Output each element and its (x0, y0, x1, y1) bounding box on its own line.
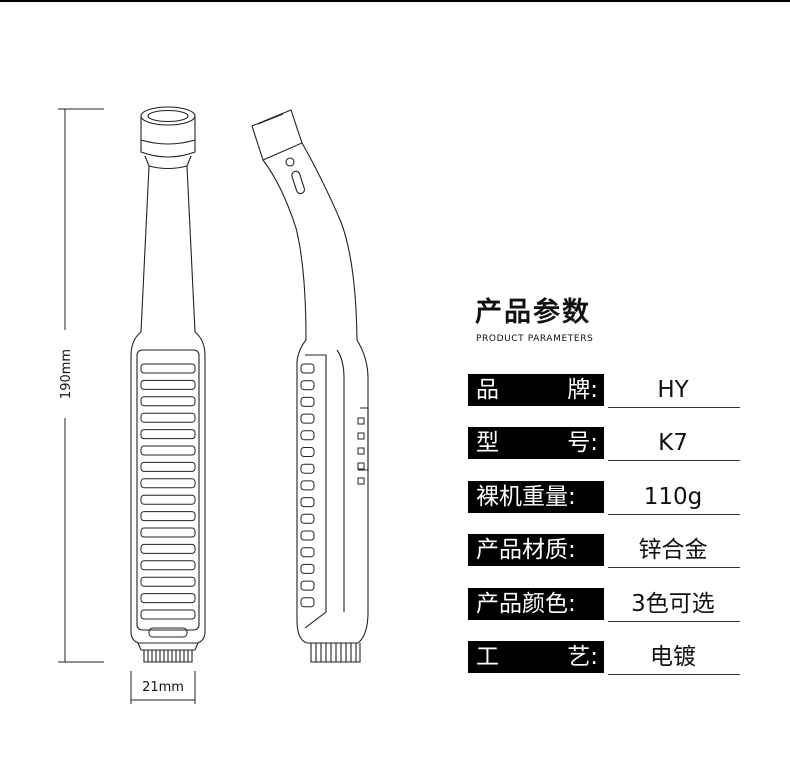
param-label-part: 牌: (567, 377, 598, 403)
front-view (130, 106, 206, 663)
height-dim-label: 190mm (59, 349, 74, 399)
param-underline (608, 674, 740, 675)
grip-ridge (300, 547, 315, 558)
height-dimension (58, 108, 104, 663)
grip-slot (140, 527, 196, 538)
grip-slot (140, 429, 196, 440)
param-row: 品 牌: HY (468, 374, 740, 408)
grip-ridge (300, 363, 315, 374)
param-label-part: 品 (476, 377, 499, 403)
width-dimension (130, 671, 196, 704)
grip-ridge (300, 530, 315, 541)
param-row: 产品材质: 锌合金 (468, 534, 740, 568)
param-row: 裸机重量: 110g (468, 481, 740, 515)
param-label: 品 牌: (468, 374, 604, 406)
side-button-notch (357, 432, 365, 440)
param-label-part: 艺: (567, 644, 598, 670)
grip-ridge (300, 597, 315, 608)
top-border-line (0, 0, 790, 2)
param-label-part: 裸机重量: (476, 484, 576, 510)
param-value: 电镀 (650, 644, 696, 670)
grip-slot (140, 478, 196, 489)
param-underline (608, 514, 740, 515)
side-button-notch (357, 462, 365, 470)
grip-slot (140, 560, 196, 571)
grip-slot (140, 445, 196, 456)
param-row: 工 艺: 电镀 (468, 641, 740, 675)
grip-ridge (300, 563, 315, 574)
param-label-part: 工 (476, 644, 499, 670)
grip-slot (140, 576, 196, 587)
side-view (251, 109, 369, 663)
grip-ridge (300, 513, 315, 524)
param-label: 型 号: (468, 427, 604, 459)
param-row: 型 号: K7 (468, 427, 740, 461)
width-dim-label: 21mm (142, 680, 184, 695)
param-row: 产品颜色: 3色可选 (468, 588, 740, 622)
params-title: 产品参数 (475, 297, 591, 328)
param-label: 工 艺: (468, 641, 604, 673)
param-label-part: 号: (567, 430, 598, 456)
grip-ridge (300, 413, 315, 424)
grip-ridge (300, 480, 315, 491)
front-grip-slots (140, 363, 196, 638)
grip-slot (140, 396, 196, 407)
grip-slot (140, 363, 196, 374)
bottom-slot (148, 627, 188, 638)
param-value: 3色可选 (631, 591, 715, 617)
param-underline (608, 460, 740, 461)
param-value: 锌合金 (638, 537, 708, 563)
param-label: 产品颜色: (468, 588, 604, 620)
param-underline (608, 407, 740, 408)
param-label-part: 产品颜色: (476, 591, 576, 617)
param-value: K7 (658, 430, 688, 456)
side-button-notch (357, 417, 365, 425)
grip-slot (140, 543, 196, 554)
params-subtitle: PRODUCT PARAMETERS (476, 334, 594, 344)
grip-ridge (300, 380, 315, 391)
param-value: 110g (643, 484, 703, 510)
grip-slot (140, 511, 196, 522)
grip-ridge (300, 430, 315, 441)
grip-slot (140, 461, 196, 472)
param-label-part: 型 (476, 430, 499, 456)
grip-slot (140, 379, 196, 390)
grip-ridge (300, 497, 315, 508)
param-underline (608, 567, 740, 568)
param-underline (608, 621, 740, 622)
grip-slot (140, 494, 196, 505)
side-button-notch (357, 447, 365, 455)
param-label: 产品材质: (468, 534, 604, 566)
parameters-panel: 产品参数 PRODUCT PARAMETERS (468, 296, 748, 344)
side-grip-ridges (300, 363, 365, 608)
param-value: HY (657, 377, 689, 403)
grip-ridge (300, 396, 315, 407)
param-label-part: 产品材质: (476, 537, 576, 563)
grip-ridge (300, 447, 315, 457)
param-label: 裸机重量: (468, 481, 604, 513)
grip-ridge (300, 580, 315, 591)
grip-slot (140, 609, 196, 620)
grip-ridge (300, 463, 315, 474)
side-button-notch (357, 477, 365, 485)
grip-slot (140, 593, 196, 604)
grip-slot (140, 412, 196, 423)
